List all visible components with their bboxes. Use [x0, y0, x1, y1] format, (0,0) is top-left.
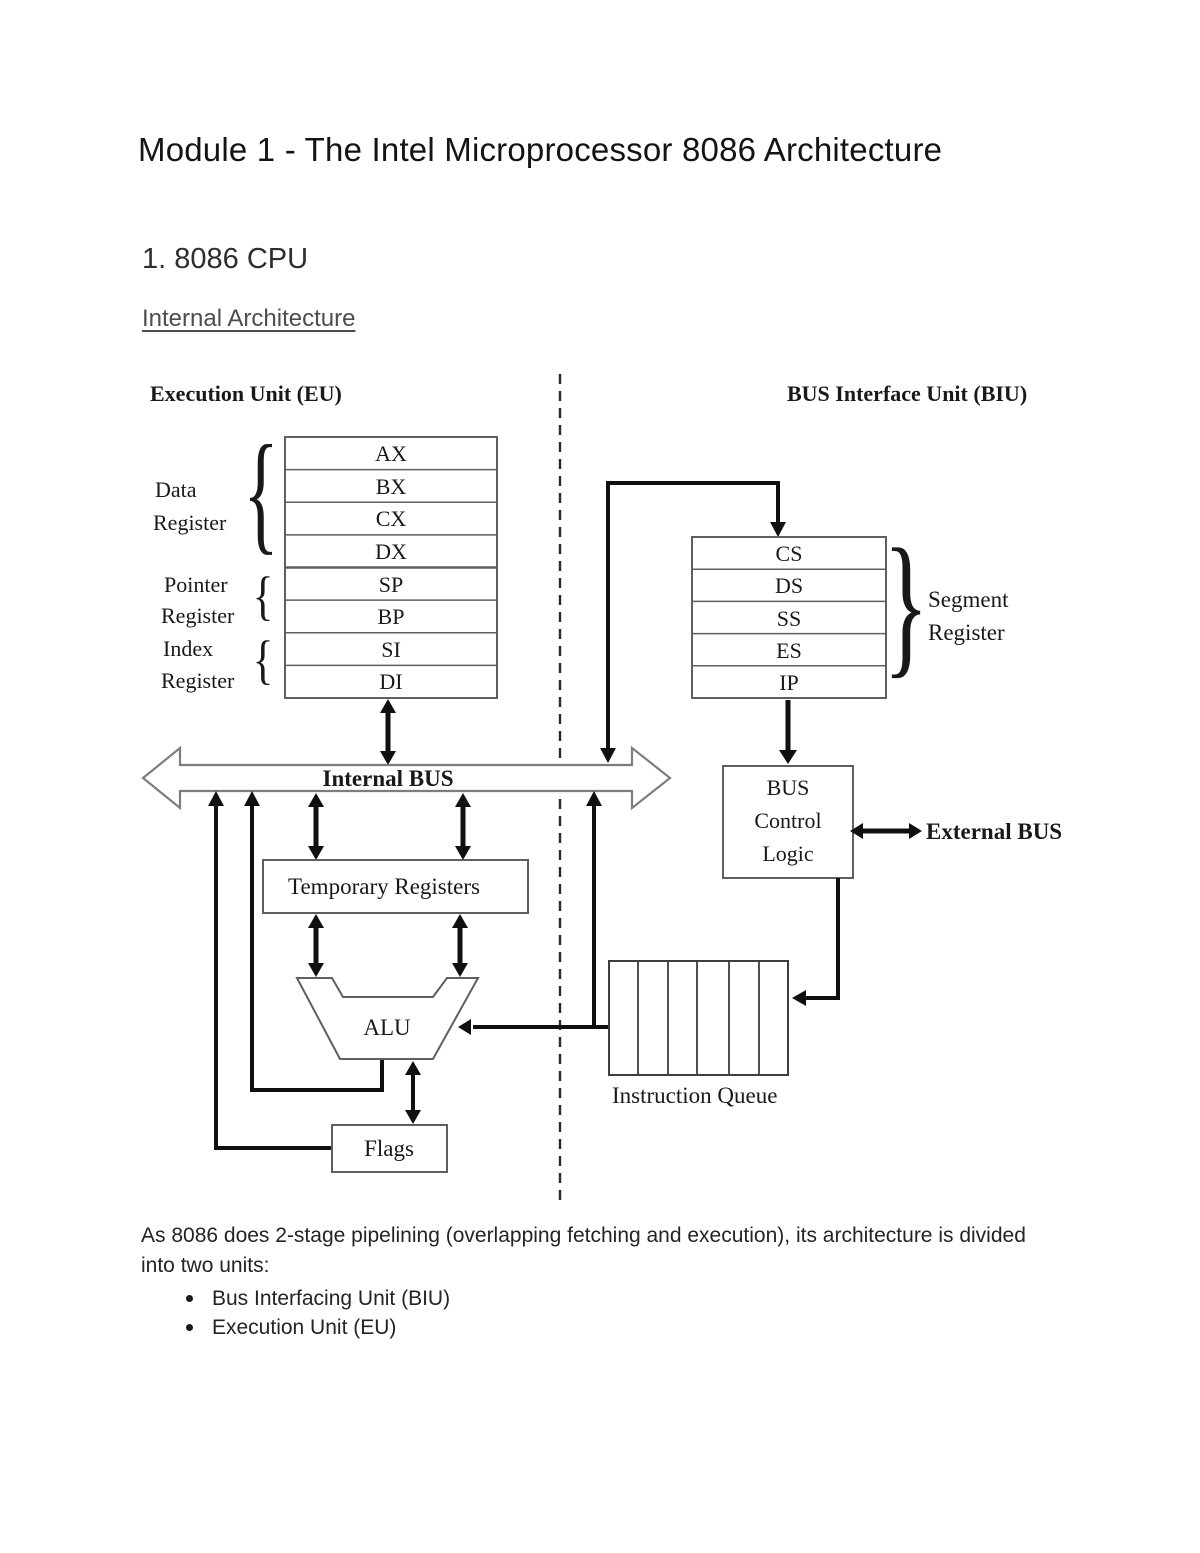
instruction-queue-box [608, 960, 789, 1076]
queue-to-alu-arrow [458, 1019, 609, 1035]
alu: ALU [295, 977, 480, 1060]
internal-bus-label: Internal BUS [323, 766, 454, 791]
biu-heading: BUS Interface Unit (BIU) [787, 381, 1027, 406]
segment-to-buscontrol-arrow [779, 700, 797, 764]
queue-to-bus-line [586, 791, 602, 1027]
svg-text:Pointer: Pointer [164, 572, 228, 597]
section-heading: 1. 8086 CPU [142, 243, 309, 275]
pointer-register-brace: { [253, 565, 274, 626]
bullet-icon [186, 1324, 193, 1331]
index-register-brace: { [253, 629, 274, 690]
eu-heading: Execution Unit (EU) [150, 381, 342, 406]
flags-feedback-line [208, 791, 332, 1150]
flags: Flags [331, 1124, 448, 1173]
temporary-registers: Temporary Registers [262, 859, 529, 914]
register-cs: CS [776, 541, 803, 566]
external-bus-arrow [850, 823, 922, 839]
svg-text:Segment: Segment [928, 587, 1009, 612]
svg-text:BUS: BUS [767, 775, 810, 800]
segment-register-label: Segment Register [928, 587, 1009, 645]
alu-label: ALU [363, 1015, 411, 1040]
bullet-icon [186, 1295, 193, 1302]
register-dx: DX [375, 539, 407, 564]
buscontrol-to-queue-line [792, 878, 840, 1006]
svg-text:Index: Index [163, 636, 213, 661]
register-sp: SP [379, 572, 403, 597]
svg-text:Data: Data [155, 477, 197, 502]
index-register-label: Index Register [161, 636, 235, 693]
register-bus-arrow [380, 699, 396, 765]
register-ip: IP [779, 670, 799, 695]
body-paragraph: As 8086 does 2-stage pipelining (overlap… [141, 1221, 1121, 1281]
temporary-registers-box [262, 859, 529, 914]
bus-temp-arrow-right [455, 793, 471, 860]
temporary-registers-label: Temporary Registers [288, 874, 480, 899]
segment-register-stack: CS DS SS ES IP [691, 536, 887, 699]
register-ss: SS [777, 606, 801, 631]
svg-text:Register: Register [161, 668, 235, 693]
alu-flags-arrow [405, 1061, 421, 1124]
data-register-label: Data Register [153, 477, 227, 535]
flags-box [331, 1124, 448, 1173]
list-item: Execution Unit (EU) [140, 1313, 1040, 1342]
bus-control-logic: BUS Control Logic [722, 765, 854, 879]
bus-temp-arrow-left [308, 793, 324, 860]
subsection-heading: Internal Architecture [142, 305, 356, 332]
register-bp: BP [378, 604, 405, 629]
list-item: Bus Interfacing Unit (BIU) [140, 1284, 1040, 1313]
data-register-brace: { [243, 419, 278, 566]
pointer-register-label: Pointer Register [161, 572, 235, 628]
flags-label: Flags [364, 1136, 414, 1161]
svg-text:Control: Control [754, 808, 821, 833]
segment-register-brace: } [883, 518, 929, 693]
svg-text:Register: Register [928, 620, 1005, 645]
bullet-list: Bus Interfacing Unit (BIU) Execution Uni… [140, 1284, 1040, 1342]
register-di: DI [379, 669, 402, 694]
internal-bus-shape [141, 745, 672, 811]
paragraph-line: As 8086 does 2-stage pipelining (overlap… [141, 1224, 1026, 1247]
register-bx: BX [376, 474, 407, 499]
svg-text:Logic: Logic [762, 841, 814, 866]
svg-text:Register: Register [161, 603, 235, 628]
bullet-text: Bus Interfacing Unit (BIU) [212, 1286, 451, 1310]
external-bus-label: External BUS [926, 819, 1062, 844]
bus-to-segment-line [600, 481, 786, 763]
instruction-queue: Instruction Queue [608, 960, 789, 1108]
bullet-text: Execution Unit (EU) [212, 1315, 397, 1339]
general-register-stack: AX BX CX DX SP BP SI DI [284, 436, 498, 699]
alu-feedback-line [244, 791, 384, 1092]
temp-alu-arrow-left [308, 914, 324, 977]
register-cx: CX [376, 506, 407, 531]
instruction-queue-label: Instruction Queue [612, 1083, 777, 1108]
bus-control-logic-box [722, 765, 854, 879]
paragraph-line: into two units: [141, 1254, 270, 1277]
register-es: ES [776, 638, 802, 663]
register-ax: AX [375, 441, 407, 466]
segment-register-box [691, 536, 887, 699]
register-si: SI [381, 637, 401, 662]
temp-alu-arrow-right [452, 914, 468, 977]
svg-text:Register: Register [153, 510, 227, 535]
page-title: Module 1 - The Intel Microprocessor 8086… [138, 131, 943, 168]
register-ds: DS [775, 573, 803, 598]
alu-shape [295, 977, 480, 1060]
